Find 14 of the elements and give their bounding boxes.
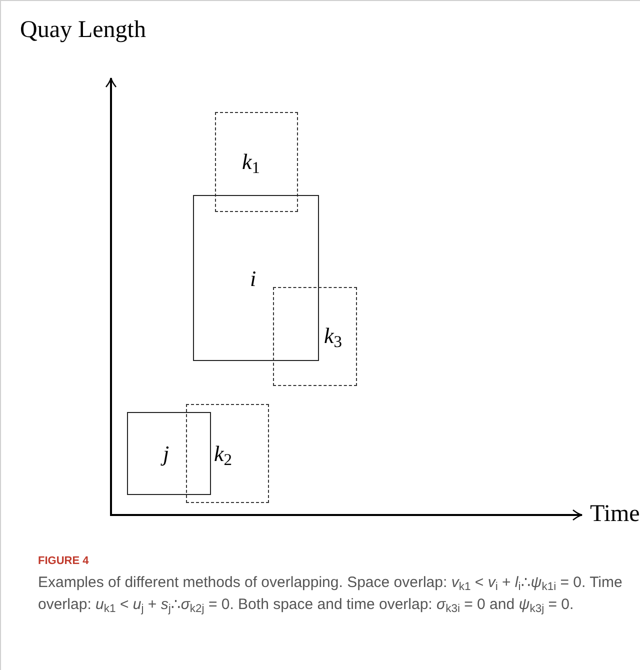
dashed-box [215,112,298,212]
box-label: i [250,268,256,290]
dashed-box [273,287,357,386]
caption: Examples of different methods of overlapping. Space overlap: v$_{k1}$ < v$_{i}$ + l$_{i}$∴ψ$_{k1i}$ = 0. Time overlap: u$_{k1}$ < u$_{j}$ + s$_{j}$∴σ$_{k2j}$ = 0. Both space and time overlap: σ$_{k3i}$ = 0 and ψ$_{k3j}$ = 0. [38,573,624,616]
solid-box [127,412,211,495]
axis-label: Quay Length [20,18,146,42]
dashed-box [186,404,269,503]
axis-label: Time [590,502,640,526]
figure-number: FIGURE 4 [38,556,89,567]
box-label: k$_{3}$ [324,325,342,347]
box-label: k$_{2}$ [214,443,232,465]
box-label: j [163,443,170,465]
box-label: k$_{1}$ [242,151,260,173]
solid-box [193,195,319,361]
